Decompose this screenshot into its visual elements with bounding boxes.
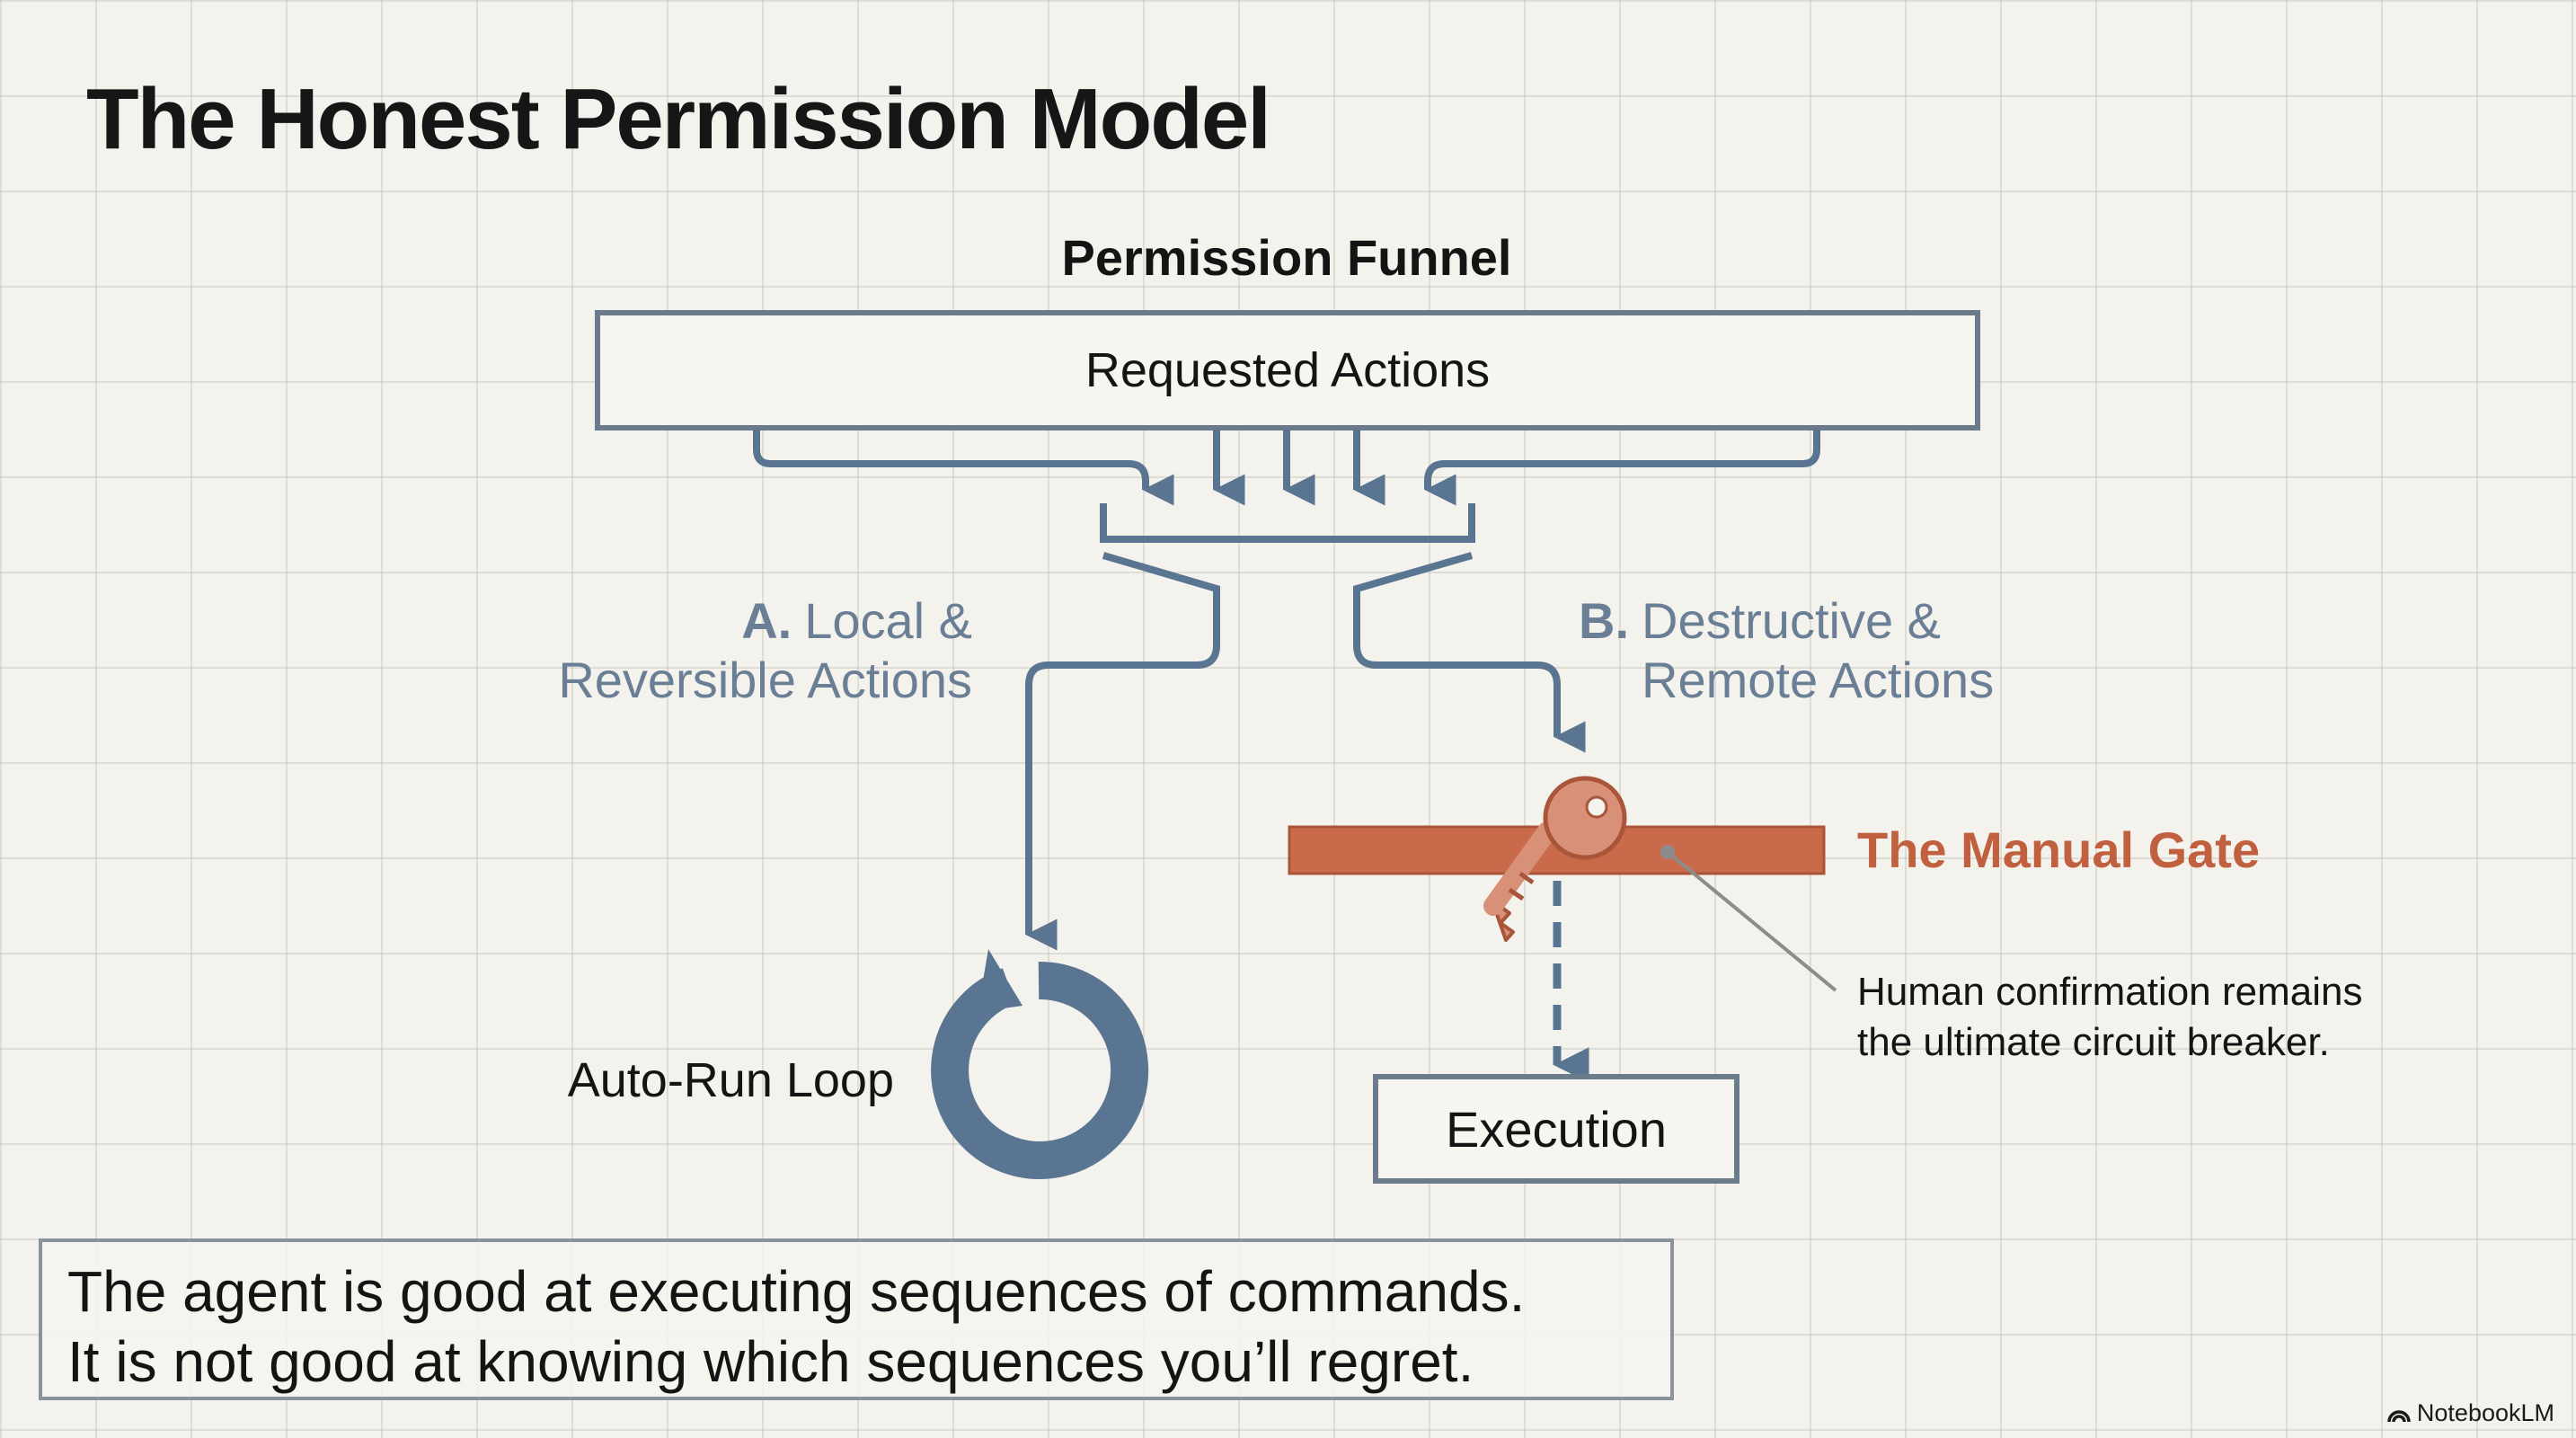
funnel-label: Permission Funnel bbox=[1062, 229, 1512, 286]
branch-b-letter: B. bbox=[1579, 592, 1629, 649]
quote-line-2: It is not good at knowing which sequence… bbox=[67, 1329, 1474, 1394]
brand-name: NotebookLM bbox=[2416, 1399, 2554, 1426]
gate-note-dot bbox=[1660, 845, 1675, 859]
branch-a-letter: A. bbox=[741, 592, 792, 649]
key-icon bbox=[1483, 776, 1627, 942]
slide-title: The Honest Permission Model bbox=[86, 71, 1271, 167]
gate-note-line1: Human confirmation remains bbox=[1857, 970, 2362, 1014]
branch-b-label: B.Destructive & bbox=[1579, 592, 1941, 649]
branch-b-path bbox=[1353, 552, 1586, 753]
branch-b-line2: Remote Actions bbox=[1642, 652, 1994, 708]
quote-line-1: The agent is good at executing sequences… bbox=[67, 1259, 1526, 1324]
auto-run-loop-icon bbox=[931, 949, 1149, 1179]
branch-a-line2: Reversible Actions bbox=[558, 652, 972, 708]
funnel-collector bbox=[1025, 503, 1586, 951]
gate-note-leader bbox=[1666, 850, 1837, 992]
requested-actions-box: Requested Actions bbox=[595, 310, 1980, 431]
takeaway-quote-box: The agent is good at executing sequences… bbox=[39, 1238, 1674, 1400]
inflow-arrow-right bbox=[1424, 430, 1820, 506]
branch-a-path bbox=[1025, 552, 1220, 951]
execution-label: Execution bbox=[1446, 1101, 1667, 1158]
manual-gate-label: The Manual Gate bbox=[1857, 821, 2260, 878]
branch-a-line1: Local & bbox=[804, 592, 972, 649]
notebooklm-watermark: NotebookLM bbox=[2386, 1399, 2554, 1427]
requested-actions-label: Requested Actions bbox=[1085, 343, 1490, 397]
branch-b-line1: Destructive & bbox=[1642, 592, 1941, 649]
execution-box: Execution bbox=[1373, 1074, 1739, 1184]
notebooklm-logo-icon bbox=[2387, 1409, 2411, 1422]
inflow-arrow-left bbox=[753, 430, 1174, 506]
funnel-inflow-arrows bbox=[753, 430, 1820, 506]
auto-run-loop-label: Auto-Run Loop bbox=[568, 1053, 894, 1107]
gate-note-line2: the ultimate circuit breaker. bbox=[1857, 1020, 2330, 1064]
branch-a-label: A.Local & bbox=[741, 592, 972, 649]
